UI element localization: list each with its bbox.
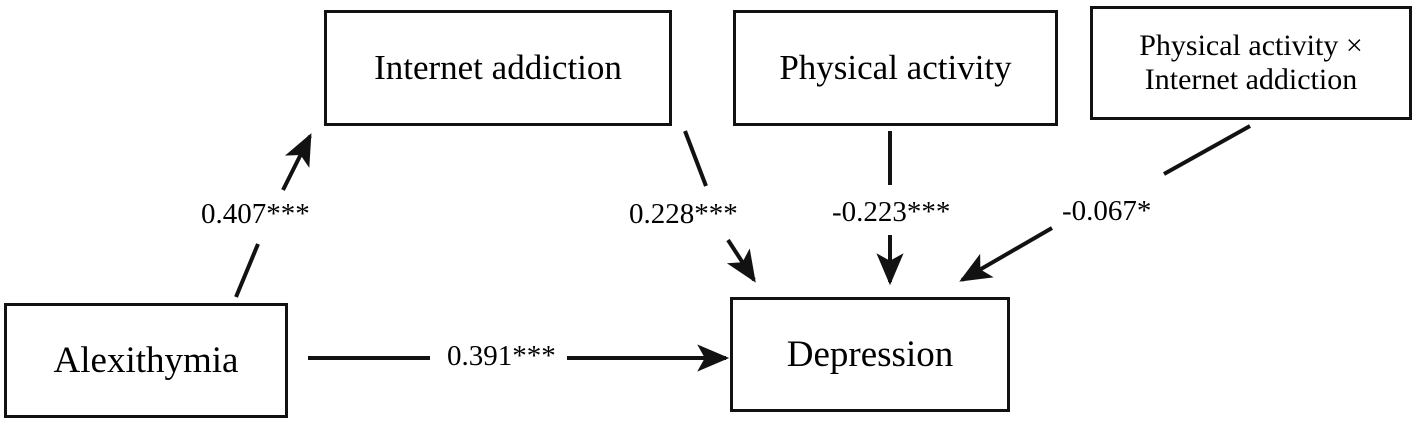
node-depression[interactable]: Depression [730, 297, 1010, 412]
node-physical-activity[interactable]: Physical activity [733, 10, 1058, 126]
node-internet-addiction-label: Internet addiction [374, 48, 622, 88]
arrow-interaction-to-depression-tail [1163, 124, 1251, 176]
path-label-physical-activity-to-depression: -0.223*** [828, 196, 955, 229]
node-physical-activity-label: Physical activity [779, 48, 1012, 88]
arrow-internet-addiction-to-depression-tail [683, 130, 708, 187]
path-label-interaction-to-depression: -0.067* [1058, 195, 1156, 228]
node-internet-addiction[interactable]: Internet addiction [324, 10, 672, 126]
arrow-alexithymia-to-internet-addiction-tail [234, 243, 260, 298]
path-label-alexithymia-to-internet-addiction: 0.407*** [197, 198, 314, 231]
node-interaction-label: Physical activity × Internet addiction [1139, 29, 1363, 96]
node-depression-label: Depression [786, 333, 954, 375]
node-alexithymia-label: Alexithymia [53, 339, 239, 381]
path-label-internet-addiction-to-depression: 0.228*** [625, 198, 742, 231]
path-label-alexithymia-to-depression: 0.391*** [443, 340, 560, 373]
node-physical-activity-x-internet-addiction[interactable]: Physical activity × Internet addiction [1090, 6, 1412, 120]
arrow-alexithymia-to-internet-addiction-head [281, 133, 312, 191]
node-alexithymia[interactable]: Alexithymia [4, 303, 288, 418]
arrow-interaction-to-depression-head [959, 226, 1054, 282]
arrow-internet-addiction-to-depression-head [726, 238, 756, 283]
